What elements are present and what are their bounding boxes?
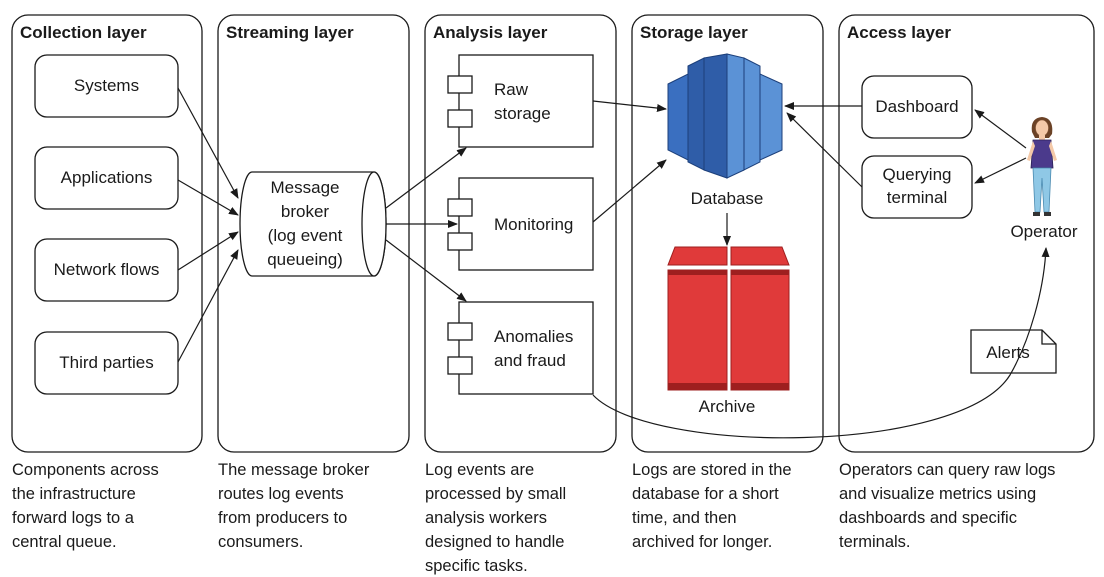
terminal-label-1: Querying bbox=[883, 165, 952, 184]
archive-icon bbox=[667, 246, 790, 391]
caption-storage-line: archived for longer. bbox=[632, 533, 772, 551]
alerts-document: Alerts bbox=[970, 329, 1057, 374]
streaming-layer-title: Streaming layer bbox=[226, 23, 354, 42]
caption-collection-line: the infrastructure bbox=[12, 485, 136, 503]
terminal-label-2: terminal bbox=[887, 188, 947, 207]
source-systems: Systems bbox=[34, 54, 179, 118]
collection-layer-title: Collection layer bbox=[20, 23, 147, 42]
caption-access-line: terminals. bbox=[839, 533, 911, 551]
arrow-systems-to-broker bbox=[177, 87, 239, 199]
worker-anomalies-fraud: Anomalies and fraud bbox=[447, 301, 594, 395]
worker-anomalies-label-2: and fraud bbox=[494, 351, 566, 370]
database-icon bbox=[667, 53, 783, 179]
flow-arrows bbox=[177, 87, 1050, 439]
caption-streaming-line: The message broker bbox=[218, 461, 370, 479]
querying-terminal-box: Querying terminal bbox=[861, 155, 973, 219]
caption-streaming-line: from producers to bbox=[218, 509, 347, 527]
arrow-broker-to-raw bbox=[385, 147, 467, 209]
caption-access-line: dashboards and specific bbox=[839, 509, 1017, 527]
access-layer-title: Access layer bbox=[847, 23, 951, 42]
caption-analysis-line: processed by small bbox=[425, 485, 566, 503]
arrow-operator-to-dashboard bbox=[974, 109, 1027, 149]
storage-layer-title: Storage layer bbox=[640, 23, 748, 42]
broker-label-line4: queueing) bbox=[267, 250, 343, 269]
source-network-flows-label: Network flows bbox=[54, 260, 160, 279]
caption-analysis-line: specific tasks. bbox=[425, 557, 528, 575]
arrow-network-to-broker bbox=[177, 231, 239, 271]
dashboard-box: Dashboard bbox=[861, 75, 973, 139]
broker-label-line2: broker bbox=[281, 202, 330, 221]
arrow-anomalies-to-operator bbox=[592, 247, 1050, 439]
caption-analysis-line: analysis workers bbox=[425, 509, 547, 527]
caption-collection-line: forward logs to a bbox=[12, 509, 135, 527]
caption-collection-line: Components across bbox=[12, 461, 159, 479]
caption-analysis: Log events are processed by small analys… bbox=[425, 461, 566, 575]
source-applications: Applications bbox=[34, 146, 179, 210]
worker-monitoring: Monitoring bbox=[447, 177, 594, 271]
source-network-flows: Network flows bbox=[34, 238, 179, 302]
worker-monitoring-label: Monitoring bbox=[494, 215, 573, 234]
arrow-thirdparties-to-broker bbox=[177, 249, 239, 363]
caption-storage-line: Logs are stored in the bbox=[632, 461, 792, 479]
arrow-raw-to-database bbox=[592, 100, 667, 112]
caption-streaming: The message broker routes log events fro… bbox=[218, 461, 370, 551]
caption-storage-line: time, and then bbox=[632, 509, 737, 527]
caption-access-line: Operators can query raw logs bbox=[839, 461, 1055, 479]
source-applications-label: Applications bbox=[61, 168, 153, 187]
archive-label: Archive bbox=[699, 397, 756, 416]
worker-raw-storage-label-2: storage bbox=[494, 104, 551, 123]
message-broker: Message broker (log event queueing) bbox=[239, 171, 387, 277]
worker-raw-storage-label-1: Raw bbox=[494, 80, 529, 99]
caption-access-line: and visualize metrics using bbox=[839, 485, 1036, 503]
caption-streaming-line: consumers. bbox=[218, 533, 303, 551]
dashboard-label: Dashboard bbox=[875, 97, 958, 116]
alerts-label: Alerts bbox=[986, 343, 1029, 362]
arrow-terminal-to-database bbox=[786, 112, 863, 188]
caption-access: Operators can query raw logs and visuali… bbox=[839, 461, 1055, 551]
caption-streaming-line: routes log events bbox=[218, 485, 344, 503]
arrow-applications-to-broker bbox=[177, 179, 239, 216]
arrow-broker-to-anomalies bbox=[385, 239, 467, 302]
caption-storage-line: database for a short bbox=[632, 485, 779, 503]
database-label: Database bbox=[691, 189, 764, 208]
source-systems-label: Systems bbox=[74, 76, 139, 95]
source-third-parties-label: Third parties bbox=[59, 353, 153, 372]
arrow-operator-to-terminal bbox=[974, 157, 1027, 184]
operator-icon bbox=[1027, 117, 1057, 216]
analysis-layer-title: Analysis layer bbox=[433, 23, 548, 42]
worker-anomalies-label-1: Anomalies bbox=[494, 327, 573, 346]
caption-analysis-line: Log events are bbox=[425, 461, 534, 479]
caption-storage: Logs are stored in the database for a sh… bbox=[632, 461, 792, 551]
broker-label-line3: (log event bbox=[268, 226, 343, 245]
worker-raw-storage: Raw storage bbox=[447, 54, 594, 148]
caption-analysis-line: designed to handle bbox=[425, 533, 564, 551]
source-third-parties: Third parties bbox=[34, 331, 179, 395]
arrow-monitoring-to-database bbox=[592, 159, 667, 223]
broker-label-line1: Message bbox=[271, 178, 340, 197]
caption-collection: Components across the infrastructure for… bbox=[12, 461, 159, 551]
caption-collection-line: central queue. bbox=[12, 533, 117, 551]
operator-label: Operator bbox=[1010, 222, 1077, 241]
